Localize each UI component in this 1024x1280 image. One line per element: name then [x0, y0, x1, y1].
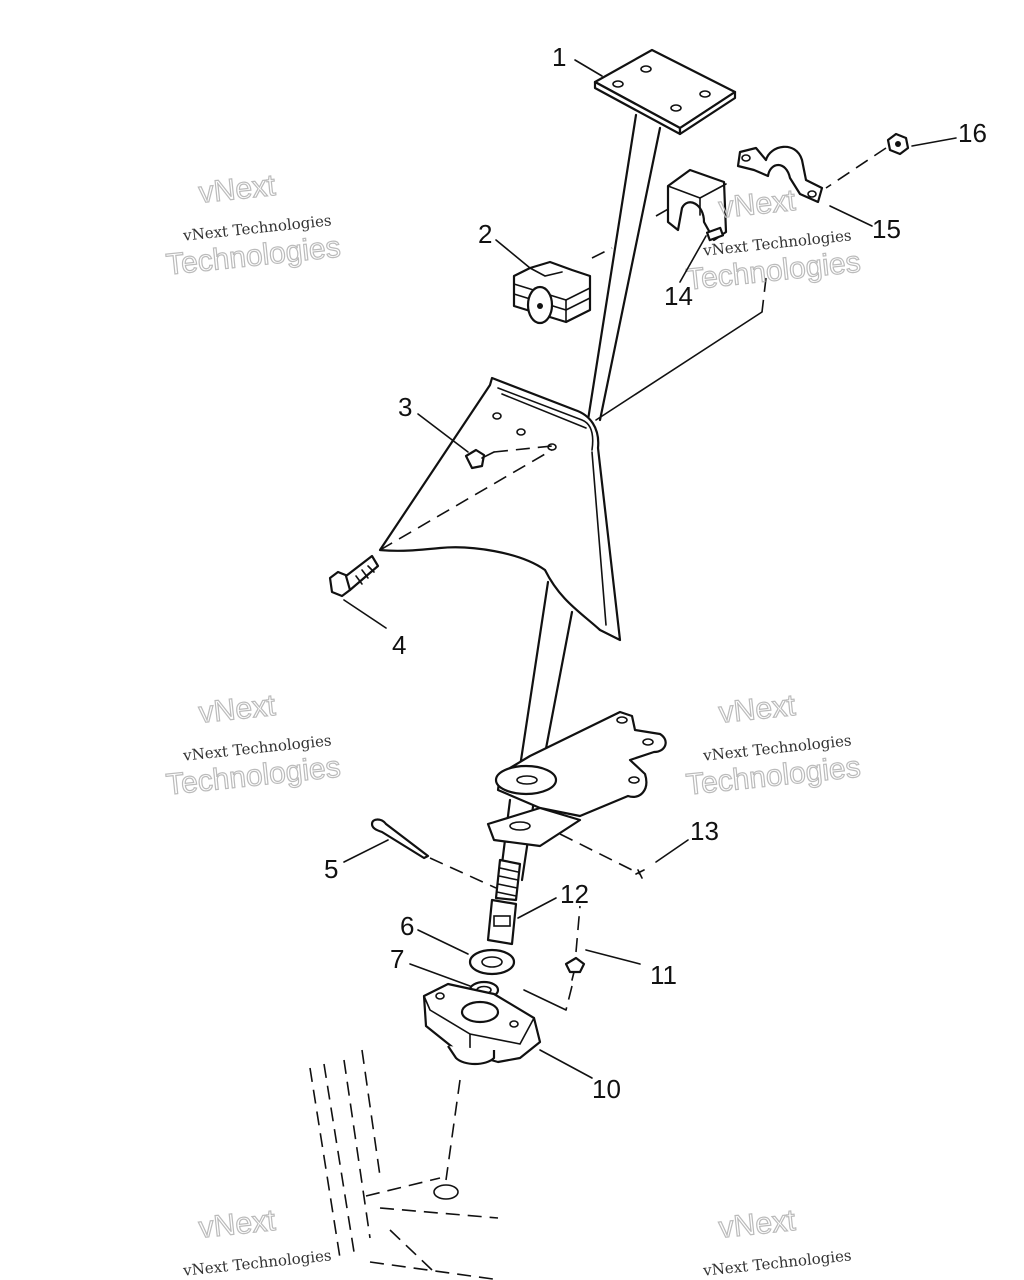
watermark-3: vNext vNext Technologies Technologies [164, 688, 343, 802]
part-3-screw [464, 448, 495, 470]
callout-7: 7 [390, 944, 404, 974]
part-4-bolt [328, 554, 380, 598]
callout-1: 1 [552, 42, 566, 72]
svg-text:vNext Technologies: vNext Technologies [181, 1246, 332, 1280]
callout-6: 6 [400, 911, 414, 941]
steering-shaft-upper [586, 113, 662, 422]
leader-dash-10 [445, 1079, 461, 1181]
leader-11-bracket [523, 989, 567, 1011]
leader-dash-2 [591, 247, 613, 259]
watermark-6: vNext vNext Technologies [701, 1203, 852, 1280]
part-13-rivet [635, 869, 645, 879]
svg-text:vNext: vNext [717, 689, 797, 730]
callout-2: 2 [478, 219, 492, 249]
svg-text:vNext Technologies: vNext Technologies [701, 1246, 852, 1280]
part-10-bearing-housing [422, 982, 542, 1066]
callout-numbers: 1 2 3 4 5 6 7 10 11 12 13 14 15 16 [324, 42, 987, 1104]
column-support-bracket [486, 710, 667, 848]
leader-dash-11 [575, 905, 581, 953]
column-housing-panel [378, 376, 622, 642]
part-5-cotter-pin [370, 818, 430, 860]
svg-text:vNext: vNext [197, 169, 277, 210]
leader-dash-16 [825, 147, 887, 189]
part-16-nut [886, 132, 910, 156]
callout-11: 11 [650, 960, 677, 990]
callout-10: 10 [592, 1074, 621, 1104]
callout-3: 3 [398, 392, 412, 422]
svg-text:vNext: vNext [717, 1204, 797, 1245]
leader-dash-11b [565, 985, 573, 1011]
leader-dash-5 [429, 857, 497, 889]
vehicle-frame [309, 1049, 501, 1280]
callout-15: 15 [872, 214, 901, 244]
leader-dash-13 [559, 833, 641, 875]
watermark-1: vNext vNext Technologies Technologies [164, 168, 343, 282]
part-12-coupler [486, 858, 522, 946]
callout-14: 14 [664, 281, 693, 311]
leader-dash-3 [493, 445, 553, 453]
leader-shaft-line [595, 311, 763, 421]
leader-dash-4 [379, 449, 553, 551]
part-6-washer [468, 948, 516, 976]
watermark-5: vNext vNext Technologies [181, 1203, 332, 1280]
part-11-screw [564, 956, 586, 981]
watermark-4: vNext vNext Technologies Technologies [684, 688, 863, 802]
svg-text:vNext: vNext [717, 184, 797, 225]
part-2-bushing-block [512, 260, 592, 325]
callout-12: 12 [560, 879, 589, 909]
callout-5: 5 [324, 854, 338, 884]
leader-dash-shaft [761, 277, 767, 313]
part-15-saddle-clamp [736, 145, 824, 204]
leader-dash-14 [655, 207, 671, 217]
callout-4: 4 [392, 630, 406, 660]
callout-leaders [343, 59, 957, 1079]
part-1-mounting-plate [593, 48, 737, 136]
svg-text:vNext: vNext [197, 1204, 277, 1245]
svg-text:vNext: vNext [197, 689, 277, 730]
callout-16: 16 [958, 118, 987, 148]
part-14-clamp [666, 168, 728, 242]
callout-13: 13 [690, 816, 719, 846]
